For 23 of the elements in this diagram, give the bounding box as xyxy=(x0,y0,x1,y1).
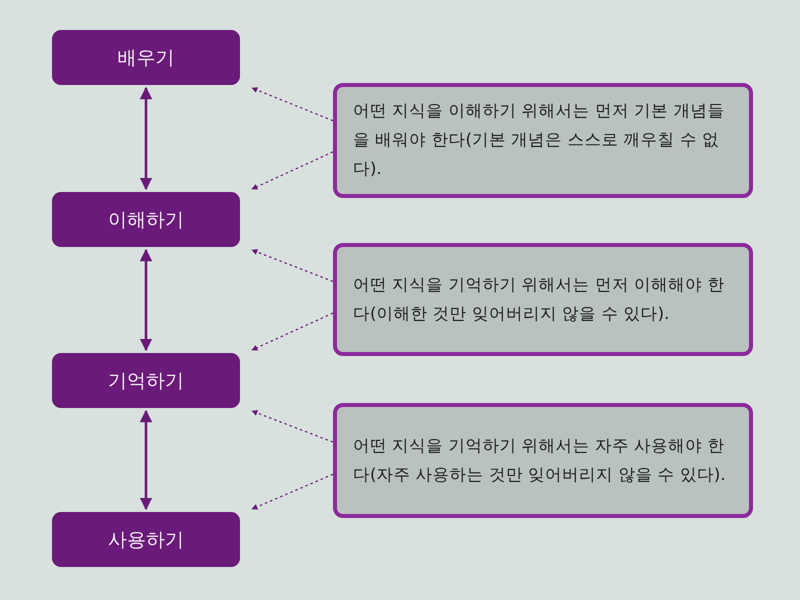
callout-text: 어떤 지식을 기억하기 위해서는 자주 사용해야 한다(자주 사용하는 것만 잊어버리지 않을 수 있다). xyxy=(353,434,727,486)
dotted-arrow xyxy=(251,474,334,510)
step-box xyxy=(52,30,240,85)
step-label: 사용하기 xyxy=(108,528,184,552)
callout-box xyxy=(333,83,753,198)
callout-box xyxy=(333,243,753,356)
double-arrow xyxy=(140,248,152,352)
dotted-arrow xyxy=(251,249,334,282)
step-label: 이해하기 xyxy=(108,208,184,232)
double-arrow xyxy=(140,86,152,190)
step-label: 기억하기 xyxy=(108,368,184,394)
dotted-arrow xyxy=(251,410,334,443)
step-box xyxy=(52,192,240,247)
callout-box xyxy=(333,403,753,518)
dotted-arrow xyxy=(251,312,334,351)
dotted-arrow xyxy=(251,87,334,122)
step-box xyxy=(52,353,240,408)
step-box xyxy=(52,512,240,567)
callout-text: 어떤 지식을 기억하기 위해서는 먼저 이해해야 한다(이해한 것만 잊어버리지 않을 수 있다). xyxy=(353,274,726,324)
callout-text: 어떤 지식을 이해하기 위해서는 먼저 기본 개념들을 배워야 한다(기본 개념은 스스로 깨우칠 수 없다). xyxy=(353,100,726,180)
dotted-arrow xyxy=(251,151,334,190)
double-arrow xyxy=(140,410,152,510)
step-label: 배우기 xyxy=(118,46,174,70)
